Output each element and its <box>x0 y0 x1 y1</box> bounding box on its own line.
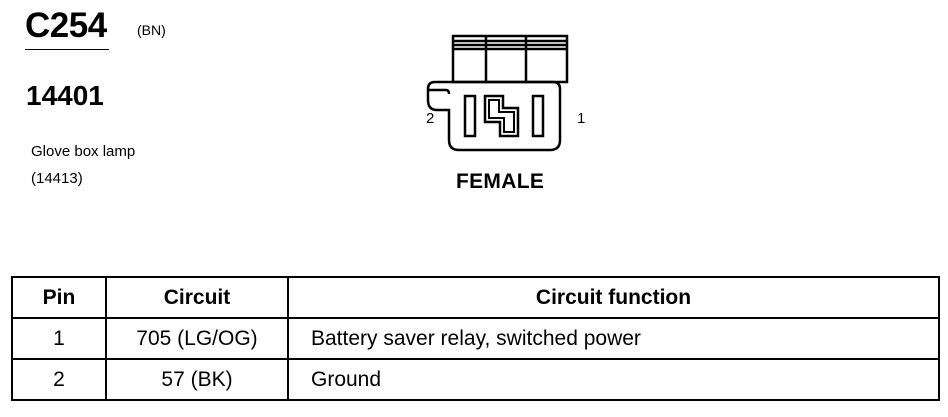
component-description: Glove box lamp <box>31 143 136 160</box>
cell-circuit-function: Ground <box>287 358 940 401</box>
connector-gender-label: FEMALE <box>456 170 545 193</box>
header-pin: Pin <box>11 276 107 319</box>
title-underline <box>25 49 109 50</box>
cell-pin: 2 <box>11 358 107 401</box>
component-part-number: (14413) <box>31 170 83 187</box>
cell-pin: 1 <box>11 317 107 360</box>
pin-circuit-table: Pin Circuit Circuit function 1 705 (LG/O… <box>11 276 940 401</box>
pin-2-label: 2 <box>426 110 435 127</box>
header-circuit: Circuit <box>105 276 289 319</box>
center-key-cavity <box>483 94 520 138</box>
cell-circuit-function: Battery saver relay, switched power <box>287 317 940 360</box>
connector-color: (BN) <box>137 22 166 38</box>
table-header-row: Pin Circuit Circuit function <box>11 276 940 319</box>
center-key-inner <box>488 99 515 133</box>
header-circuit-function: Circuit function <box>287 276 940 319</box>
harness-id: 14401 <box>26 80 104 111</box>
table-row: 1 705 (LG/OG) Battery saver relay, switc… <box>11 317 940 360</box>
table-row: 2 57 (BK) Ground <box>11 358 940 401</box>
cell-circuit: 57 (BK) <box>105 358 289 401</box>
pin-1-cavity <box>531 94 545 138</box>
cell-circuit: 705 (LG/OG) <box>105 317 289 360</box>
connector-id: C254 <box>25 6 107 45</box>
pin-1-label: 1 <box>577 110 586 127</box>
connector-locking-tab <box>451 34 569 84</box>
connector-key-notch <box>428 88 451 95</box>
pin-2-cavity <box>463 94 477 138</box>
connector-face-diagram <box>426 34 569 152</box>
